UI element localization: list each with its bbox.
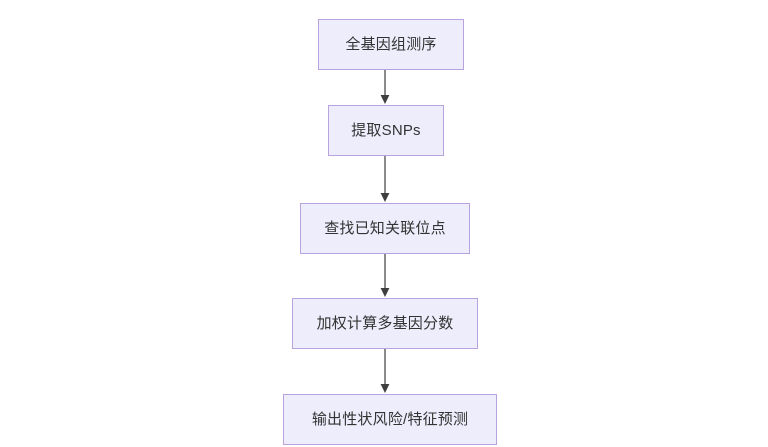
flow-node-label: 输出性状风险/特征预测: [311, 410, 469, 428]
flow-node-label: 全基因组测序: [345, 35, 437, 53]
connector-node2-node3: [377, 156, 393, 203]
connector-node4-node5: [377, 349, 393, 394]
flow-node-weighted-polygenic-score[interactable]: 加权计算多基因分数: [292, 298, 478, 349]
flow-node-find-known-loci[interactable]: 查找已知关联位点: [300, 203, 470, 254]
flow-node-label: 加权计算多基因分数: [316, 314, 454, 332]
flow-node-label: 提取SNPs: [351, 121, 421, 139]
flow-node-extract-snps[interactable]: 提取SNPs: [328, 105, 444, 156]
flow-node-label: 查找已知关联位点: [324, 219, 446, 237]
flow-node-output-trait-risk-prediction[interactable]: 输出性状风险/特征预测: [283, 394, 497, 445]
connector-node3-node4: [377, 254, 393, 298]
connector-node1-node2: [377, 70, 393, 105]
flow-node-whole-genome-sequencing[interactable]: 全基因组测序: [318, 19, 464, 70]
